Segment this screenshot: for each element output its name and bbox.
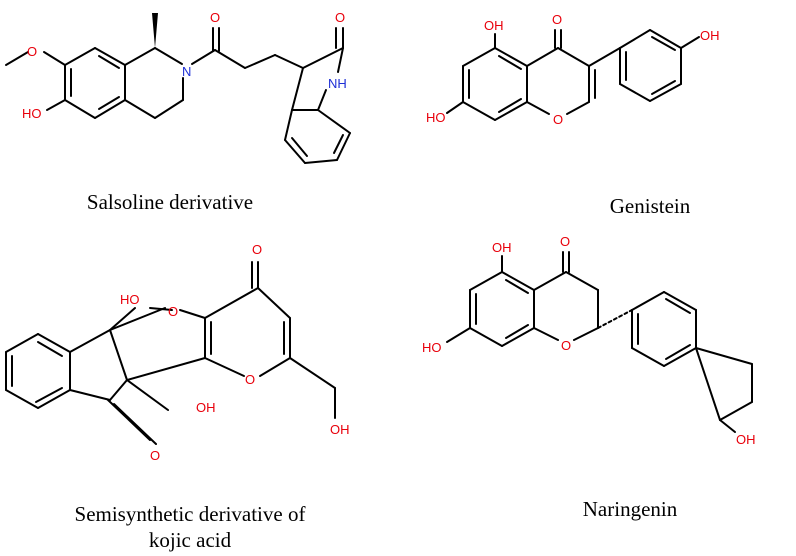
naringenin-oh5-label: OH (492, 240, 512, 255)
genistein-oh4-label: OH (700, 28, 720, 43)
genistein-ho7-label: HO (426, 110, 446, 125)
kojic-ho-top-label: HO (120, 292, 140, 307)
hydroxy-label: HO (22, 106, 42, 121)
genistein-carbonyl-label: O (552, 12, 562, 27)
kojic-furan-o-label: O (168, 304, 178, 319)
naringenin-ho7-label: HO (422, 340, 442, 355)
naringenin-structure: OH HO O O OH (422, 234, 756, 447)
genistein-ring-o-label: O (553, 112, 563, 127)
caption-kojic-line1: Semisynthetic derivative of (74, 502, 306, 526)
kojic-oh-mid-label: OH (196, 400, 216, 415)
nh-label: NH (328, 76, 347, 91)
naringenin-oh4-label: OH (736, 432, 756, 447)
kojic-ch2oh-label: OH (330, 422, 350, 437)
genistein-structure: OH HO O O OH (426, 12, 720, 127)
caption-naringenin: Naringenin (582, 497, 678, 521)
nitrogen-label: N (182, 64, 191, 79)
kojic-pyran-o-label: O (245, 372, 255, 387)
salsoline-structure: O HO N O O NH (5, 10, 351, 164)
kojic-structure: HO O O O OH O OH (5, 242, 350, 463)
naringenin-ring-o-label: O (561, 338, 571, 353)
caption-kojic-line2: kojic acid (148, 528, 232, 552)
caption-genistein: Genistein (609, 194, 691, 218)
methoxy-o-label: O (27, 44, 37, 59)
genistein-oh5-label: OH (484, 18, 504, 33)
caption-salsoline: Salsoline derivative (86, 190, 254, 214)
naringenin-carbonyl-label: O (560, 234, 570, 249)
kojic-carbonyl-top-label: O (252, 242, 262, 257)
kojic-carbonyl-bottom-label: O (150, 448, 160, 463)
lactam-o-label: O (335, 10, 345, 25)
carbonyl-o-label: O (210, 10, 220, 25)
